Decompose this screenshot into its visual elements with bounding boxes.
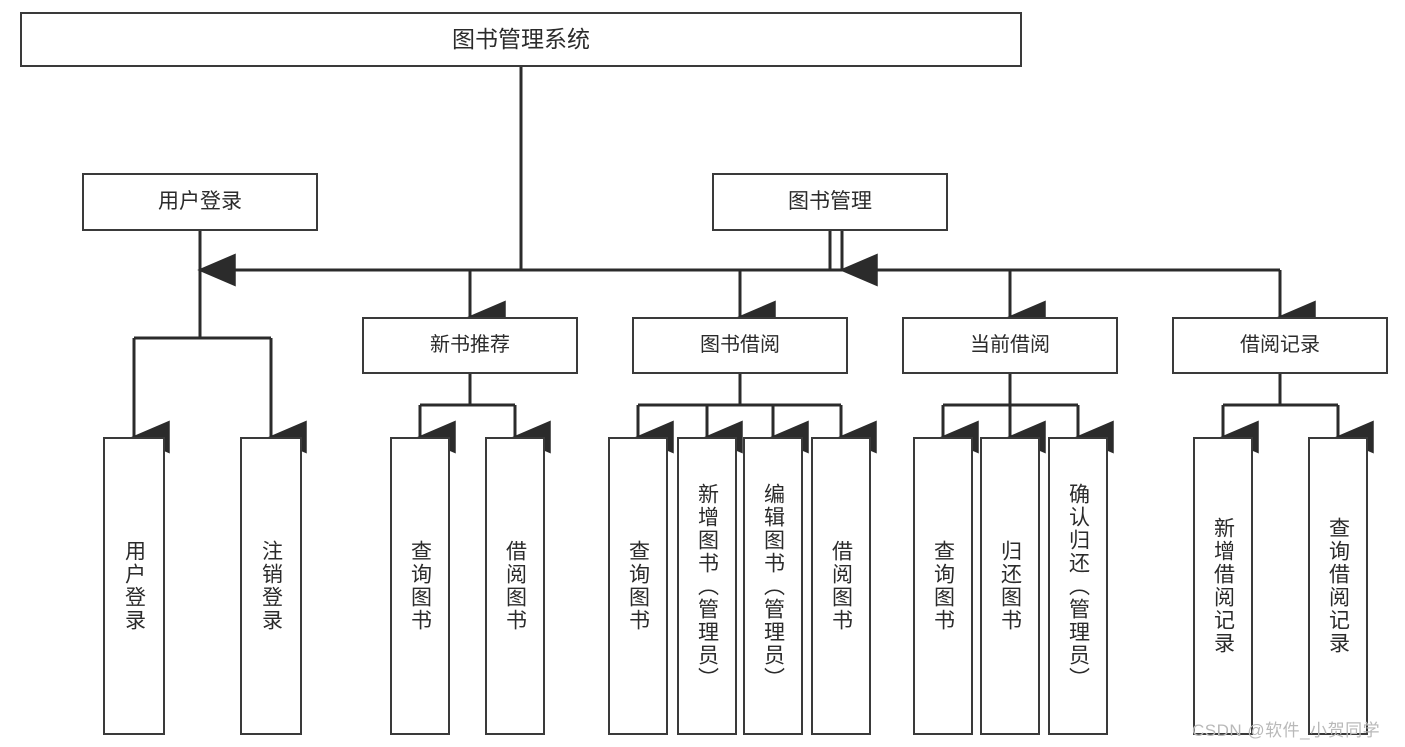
node-book-management-label: 图书管理 [788,189,872,213]
leaf-return-books-label: 归还图书 [998,540,1022,632]
node-book-management[interactable]: 图书管理 [712,173,948,231]
leaf-return-books[interactable]: 归还图书 [980,437,1040,735]
leaf-logout[interactable]: 注销登录 [240,437,302,735]
leaf-query-borrow-record-label: 查询借阅记录 [1326,517,1350,655]
leaf-edit-book-admin-label: 编辑图书（管理员） [761,482,785,690]
node-current-borrow[interactable]: 当前借阅 [902,317,1118,374]
leaf-logout-label: 注销登录 [259,540,283,632]
node-root-label: 图书管理系统 [452,25,590,52]
node-book-borrow[interactable]: 图书借阅 [632,317,848,374]
leaf-user-login-label: 用户登录 [122,540,146,632]
node-book-borrow-label: 图书借阅 [700,333,780,356]
leaf-query-borrow-record[interactable]: 查询借阅记录 [1308,437,1368,735]
leaf-query-books-newbooks-label: 查询图书 [408,540,432,632]
leaf-add-borrow-record-label: 新增借阅记录 [1211,517,1235,655]
leaf-borrow-books[interactable]: 借阅图书 [811,437,871,735]
leaf-query-books-newbooks[interactable]: 查询图书 [390,437,450,735]
node-new-book-recommend[interactable]: 新书推荐 [362,317,578,374]
leaf-query-books-current[interactable]: 查询图书 [913,437,973,735]
csdn-watermark: CSDN @软件_小贺同学 [1192,721,1381,740]
leaf-user-login[interactable]: 用户登录 [103,437,165,735]
node-new-book-recommend-label: 新书推荐 [430,333,510,356]
leaf-edit-book-admin[interactable]: 编辑图书（管理员） [743,437,803,735]
leaf-add-book-admin-label: 新增图书（管理员） [695,482,719,690]
node-root[interactable]: 图书管理系统 [20,12,1022,67]
leaf-borrow-books-newbooks-label: 借阅图书 [503,540,527,632]
leaf-add-borrow-record[interactable]: 新增借阅记录 [1193,437,1253,735]
leaf-confirm-return-admin-label: 确认归还（管理员） [1066,482,1090,690]
node-user-login-label: 用户登录 [158,189,242,213]
leaf-query-books-current-label: 查询图书 [931,540,955,632]
leaf-add-book-admin[interactable]: 新增图书（管理员） [677,437,737,735]
leaf-query-books-borrow[interactable]: 查询图书 [608,437,668,735]
leaf-borrow-books-label: 借阅图书 [829,540,853,632]
leaf-confirm-return-admin[interactable]: 确认归还（管理员） [1048,437,1108,735]
node-borrow-record[interactable]: 借阅记录 [1172,317,1388,374]
node-current-borrow-label: 当前借阅 [970,333,1050,356]
leaf-borrow-books-newbooks[interactable]: 借阅图书 [485,437,545,735]
node-borrow-record-label: 借阅记录 [1240,333,1320,356]
leaf-query-books-borrow-label: 查询图书 [626,540,650,632]
node-user-login[interactable]: 用户登录 [82,173,318,231]
